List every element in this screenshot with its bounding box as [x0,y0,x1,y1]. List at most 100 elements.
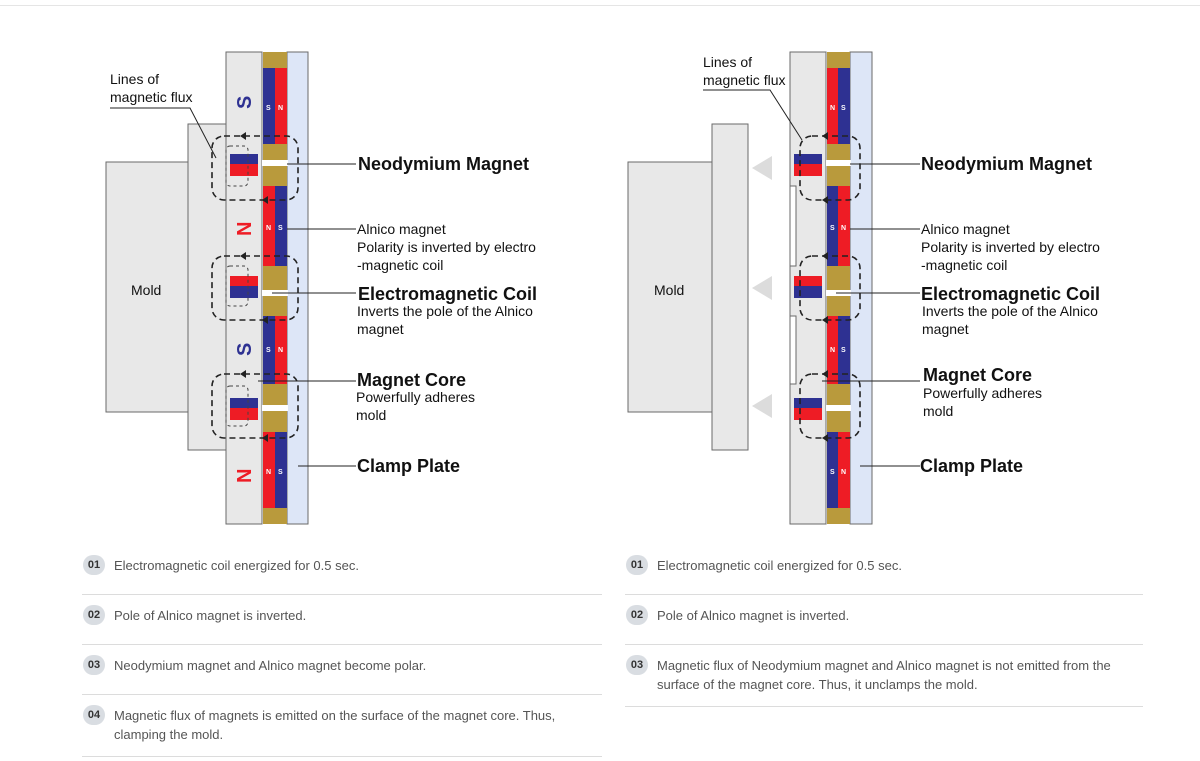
gold-segment [263,508,287,524]
step-item: 03 Neodymium magnet and Alnico magnet be… [82,645,602,695]
blue-strip [827,432,838,508]
pole-letter: N [278,105,283,112]
step-number: 03 [626,655,648,675]
body-notch [789,185,797,267]
release-arrow [752,276,772,300]
mold-face [711,123,749,451]
clamp-plate-body [849,51,873,525]
red-strip [838,432,850,508]
step-text: Electromagnetic coil energized for 0.5 s… [114,558,359,573]
step-item: 01 Electromagnetic coil energized for 0.… [82,545,602,595]
step-number: 02 [83,605,105,625]
flux-arrow [240,370,246,378]
pole-letter: S [266,347,271,354]
small-red [794,408,822,420]
red-strip [827,68,838,144]
red-strip [263,186,275,266]
coil-slot [262,405,288,411]
flux-arrow [822,252,828,260]
top-divider [0,5,1200,6]
flux-label: Lines of magnetic flux [110,71,192,105]
alnico-label: Alnico magnet Polarity is inverted by el… [921,221,1104,273]
flux-arrow [822,196,828,204]
step-text: Neodymium magnet and Alnico magnet becom… [114,658,427,673]
flux-loop [799,373,861,439]
release-arrow [752,394,772,418]
flux-arrow [262,434,268,442]
flux-loop [799,255,861,321]
pole-letter: N [841,469,846,476]
gold-segment [263,52,287,68]
small-red [794,276,822,286]
flux-arrow [240,252,246,260]
flux-leader [110,107,217,159]
step-number: 03 [83,655,105,675]
pole-letter: S [841,105,846,112]
red-strip [263,432,275,508]
step-text: Magnetic flux of magnets is emitted on t… [114,708,556,742]
pole-letter: N [830,347,835,354]
blue-strip [263,316,275,384]
small-blue [794,286,822,298]
coil-slot [826,160,851,166]
step-text: Electromagnetic coil energized for 0.5 s… [657,558,902,573]
clamp-panel: Mold S N N S S N N S [82,51,602,757]
flux-loop-inner [225,145,249,187]
clamp-plate-label: Clamp Plate [357,456,460,476]
small-blue [230,154,258,164]
coil-label: Electromagnetic Coil [358,284,537,304]
neodymium-label: Neodymium Magnet [921,154,1092,174]
red-strip [827,316,838,384]
small-blue [794,398,822,408]
pole-letter: S [266,105,271,112]
mold-face [187,123,227,451]
neodymium-label: Neodymium Magnet [358,154,529,174]
mold-label: Mold [131,282,161,298]
step-text: Magnetic flux of Neodymium magnet and Al… [657,658,1111,692]
gold-segment [827,508,850,524]
pole-letter: N [278,347,283,354]
pole-letter: N [841,225,846,232]
core-desc: Powerfully adheres mold [356,389,479,423]
small-blue [230,286,258,298]
blue-strip [838,68,850,144]
pole-letter: N [830,105,835,112]
step-item: 01 Electromagnetic coil energized for 0.… [625,545,1143,595]
pole-letter: N [266,469,271,476]
clamp-steps: 01 Electromagnetic coil energized for 0.… [82,545,602,757]
core-label: Magnet Core [923,365,1032,385]
small-blue [230,398,258,408]
pole-letter: S [841,347,846,354]
flux-loop [799,135,861,201]
flux-label: Lines of magnetic flux [703,54,785,88]
step-number: 01 [83,555,105,575]
step-text: Pole of Alnico magnet is inverted. [657,608,850,623]
red-strip [838,186,850,266]
flux-loop-inner [225,385,249,427]
pole-letter: S [830,225,835,232]
clamp-diagram: Mold S N N S S N N S [105,51,540,525]
flux-arrow [822,132,828,140]
body-notch [789,315,797,385]
coil-slot [826,405,851,411]
step-item: 02 Pole of Alnico magnet is inverted. [625,595,1143,645]
flux-arrow [822,434,828,442]
alnico-label: Alnico magnet Polarity is inverted by el… [357,221,540,273]
unclamp-steps: 01 Electromagnetic coil energized for 0.… [625,545,1143,707]
unclamp-panel: Mold N S S N N S S N [600,0,1200,761]
step-item: 03 Magnetic flux of Neodymium magnet and… [625,645,1143,707]
step-number: 04 [83,705,105,725]
step-item: 04 Magnetic flux of magnets is emitted o… [82,695,602,757]
small-red [230,276,258,286]
flux-loop [211,135,299,201]
pole-label: N [234,469,256,483]
red-strip [275,316,287,384]
core-label: Magnet Core [357,370,466,390]
step-number: 01 [626,555,648,575]
coil-label: Electromagnetic Coil [921,284,1100,304]
small-red [794,164,822,176]
flux-arrow [240,132,246,140]
gold-segment [827,52,850,68]
flux-loop [211,255,299,321]
coil-desc: Inverts the pole of the Alnico magnet [357,303,537,337]
